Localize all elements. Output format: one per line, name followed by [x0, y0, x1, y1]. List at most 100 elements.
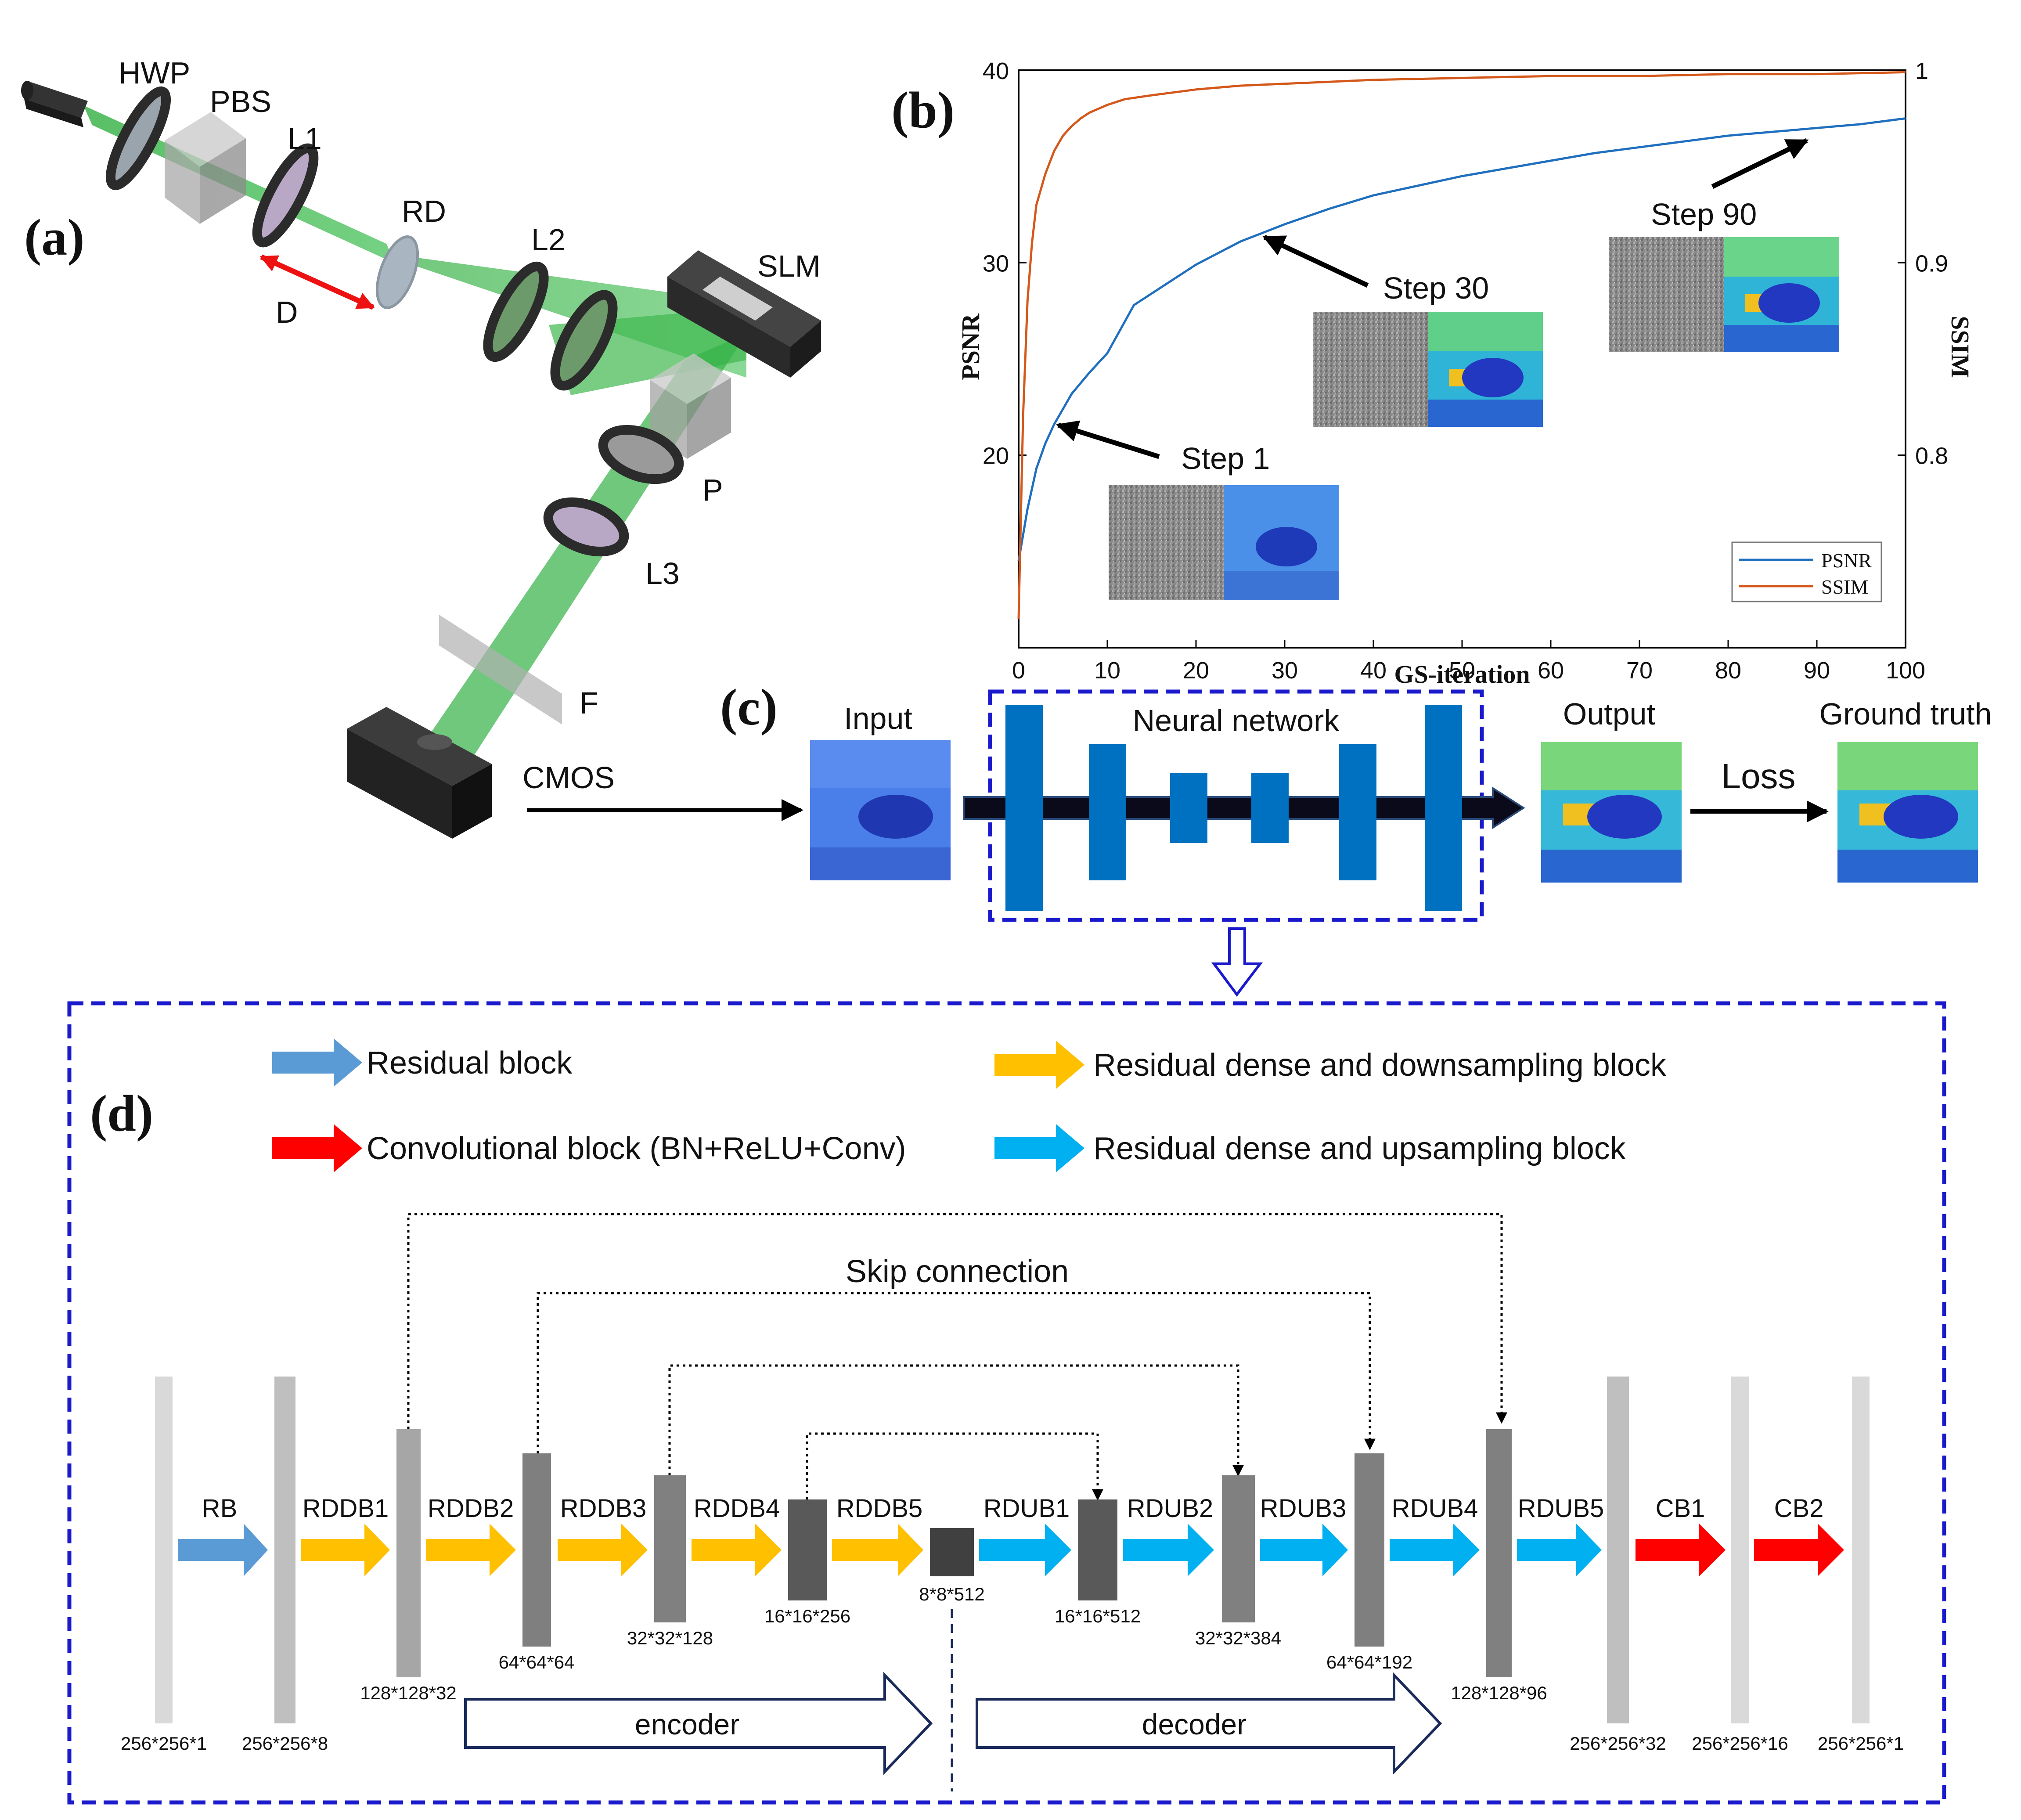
legend-ssim: SSIM [1821, 576, 1868, 598]
feature-map-4 [654, 1475, 686, 1622]
arrow-rddb5 [832, 1524, 923, 1576]
arrow-rddb4 [692, 1524, 782, 1576]
block-label-rdub3: RDUB3 [1260, 1494, 1347, 1523]
arrow-cb2 [1754, 1524, 1844, 1576]
dim-label-5: 16*16*256 [764, 1606, 850, 1626]
l2-lens-1 [483, 261, 549, 362]
feature-map-7 [1078, 1499, 1117, 1600]
l2-lens-2 [550, 290, 618, 391]
feature-map-2 [396, 1429, 421, 1677]
dim-label-11: 256*256*32 [1570, 1733, 1666, 1754]
inset-step30 [1313, 312, 1543, 427]
legend-psnr: PSNR [1821, 549, 1872, 572]
x-tick-label: 10 [1094, 657, 1120, 684]
x-tick-label: 80 [1715, 657, 1741, 684]
block-label-rddb1: RDDB1 [303, 1494, 389, 1523]
block-label-cb1: CB1 [1656, 1494, 1705, 1523]
feature-map-9 [1355, 1453, 1384, 1647]
encoder-label: encoder [635, 1708, 740, 1741]
annotation-step30: Step 30 [1383, 271, 1489, 305]
block-label-rddb5: RDDB5 [836, 1494, 923, 1523]
y-axis-label: PSNR [956, 313, 985, 380]
block-label-cb2: CB2 [1774, 1494, 1824, 1523]
arrow-rb [178, 1524, 268, 1576]
skip-connection-3 [668, 1364, 1244, 1477]
skip-connection-1 [407, 1213, 1507, 1429]
label-l2: L2 [531, 223, 566, 257]
arrow-rddb2 [426, 1524, 516, 1576]
series-line-psnr [1017, 117, 1906, 562]
skip-connection-label: Skip connection [846, 1254, 1069, 1289]
block-label-rdub4: RDUB4 [1392, 1494, 1478, 1523]
feature-map-8 [1222, 1475, 1255, 1622]
optical-setup: (a) [21, 56, 821, 839]
arrow-rdub1 [979, 1524, 1071, 1576]
arrow-rdub5 [1517, 1524, 1602, 1576]
polarizer-p [598, 425, 684, 484]
y2-axis-label: SSIM [1946, 316, 1974, 378]
chart-lines [1017, 71, 1906, 619]
feature-map-6 [930, 1528, 974, 1576]
y-tick-label: 40 [983, 58, 1009, 84]
arrow-rdub2 [1123, 1524, 1214, 1576]
dim-label-12: 256*256*16 [1692, 1733, 1788, 1754]
network-overview: (c) Input Neural network Output Loss Gr [527, 678, 1992, 997]
dim-label-6: 8*8*512 [919, 1584, 984, 1604]
series-line-ssim [1017, 71, 1906, 619]
dim-label-4: 32*32*128 [627, 1628, 713, 1648]
cmos-camera [347, 707, 492, 839]
decoder-label: decoder [1142, 1708, 1247, 1741]
block-label-rddb4: RDDB4 [694, 1494, 780, 1523]
label-l1: L1 [288, 122, 322, 156]
dim-label-9: 64*64*192 [1326, 1652, 1412, 1672]
legend-rddb-text: Residual dense and downsampling block [1093, 1048, 1667, 1083]
x-tick-label: 60 [1538, 657, 1564, 684]
pbs-cube [165, 112, 246, 224]
dim-label-2: 128*128*32 [360, 1683, 457, 1703]
x-tick-label: 30 [1272, 657, 1298, 684]
skip-connection-2 [537, 1292, 1376, 1453]
ground-truth-label: Ground truth [1819, 697, 1992, 731]
distance-arrow [259, 254, 375, 310]
feature-map-1 [274, 1377, 295, 1723]
feature-map-5 [788, 1499, 827, 1600]
step1-arrow [1056, 420, 1160, 459]
arrow-cb1 [1636, 1524, 1726, 1576]
legend-rddb-arrow [994, 1041, 1084, 1089]
nn-layer-6 [1425, 705, 1462, 911]
y-tick-label: 30 [983, 250, 1009, 277]
label-p: P [702, 473, 723, 507]
arrow-rdub4 [1390, 1524, 1480, 1576]
feature-map-12 [1731, 1377, 1749, 1723]
block-label-rddb3: RDDB3 [560, 1494, 647, 1523]
dim-label-8: 32*32*384 [1195, 1628, 1281, 1648]
input-label: Input [844, 701, 912, 735]
nn-layer-1 [1005, 705, 1043, 911]
x-tick-label: 70 [1626, 657, 1653, 684]
block-label-rddb2: RDDB2 [428, 1494, 514, 1523]
label-l3: L3 [645, 556, 680, 591]
arrow-rddb3 [558, 1524, 648, 1576]
dim-label-10: 128*128*96 [1451, 1683, 1547, 1703]
rotating-diffuser [375, 235, 419, 309]
label-rd: RD [402, 194, 446, 228]
annotation-step1: Step 1 [1181, 441, 1270, 476]
block-label-rdub5: RDUB5 [1518, 1494, 1604, 1523]
inset-step1 [1109, 485, 1339, 600]
legend-cb-text: Convolutional block (BN+ReLU+Conv) [367, 1131, 906, 1166]
block-label-rb: RB [202, 1494, 238, 1523]
dim-label-0: 256*256*1 [121, 1733, 207, 1754]
dim-label-1: 256*256*8 [242, 1733, 328, 1754]
architecture: (d) Residual block Convolutional block (… [67, 1001, 1946, 1805]
x-tick-label: 20 [1183, 657, 1209, 684]
y2-tick-label: 0.8 [1915, 443, 1948, 469]
legend-cb-arrow [272, 1124, 362, 1172]
arrow-rdub3 [1260, 1524, 1348, 1576]
decoder-arrow [976, 1672, 1442, 1775]
nn-layer-3 [1170, 773, 1207, 843]
loss-label: Loss [1722, 757, 1796, 796]
label-d: D [276, 295, 298, 329]
annotation-step90: Step 90 [1651, 197, 1757, 231]
nn-layer-2 [1089, 744, 1126, 880]
